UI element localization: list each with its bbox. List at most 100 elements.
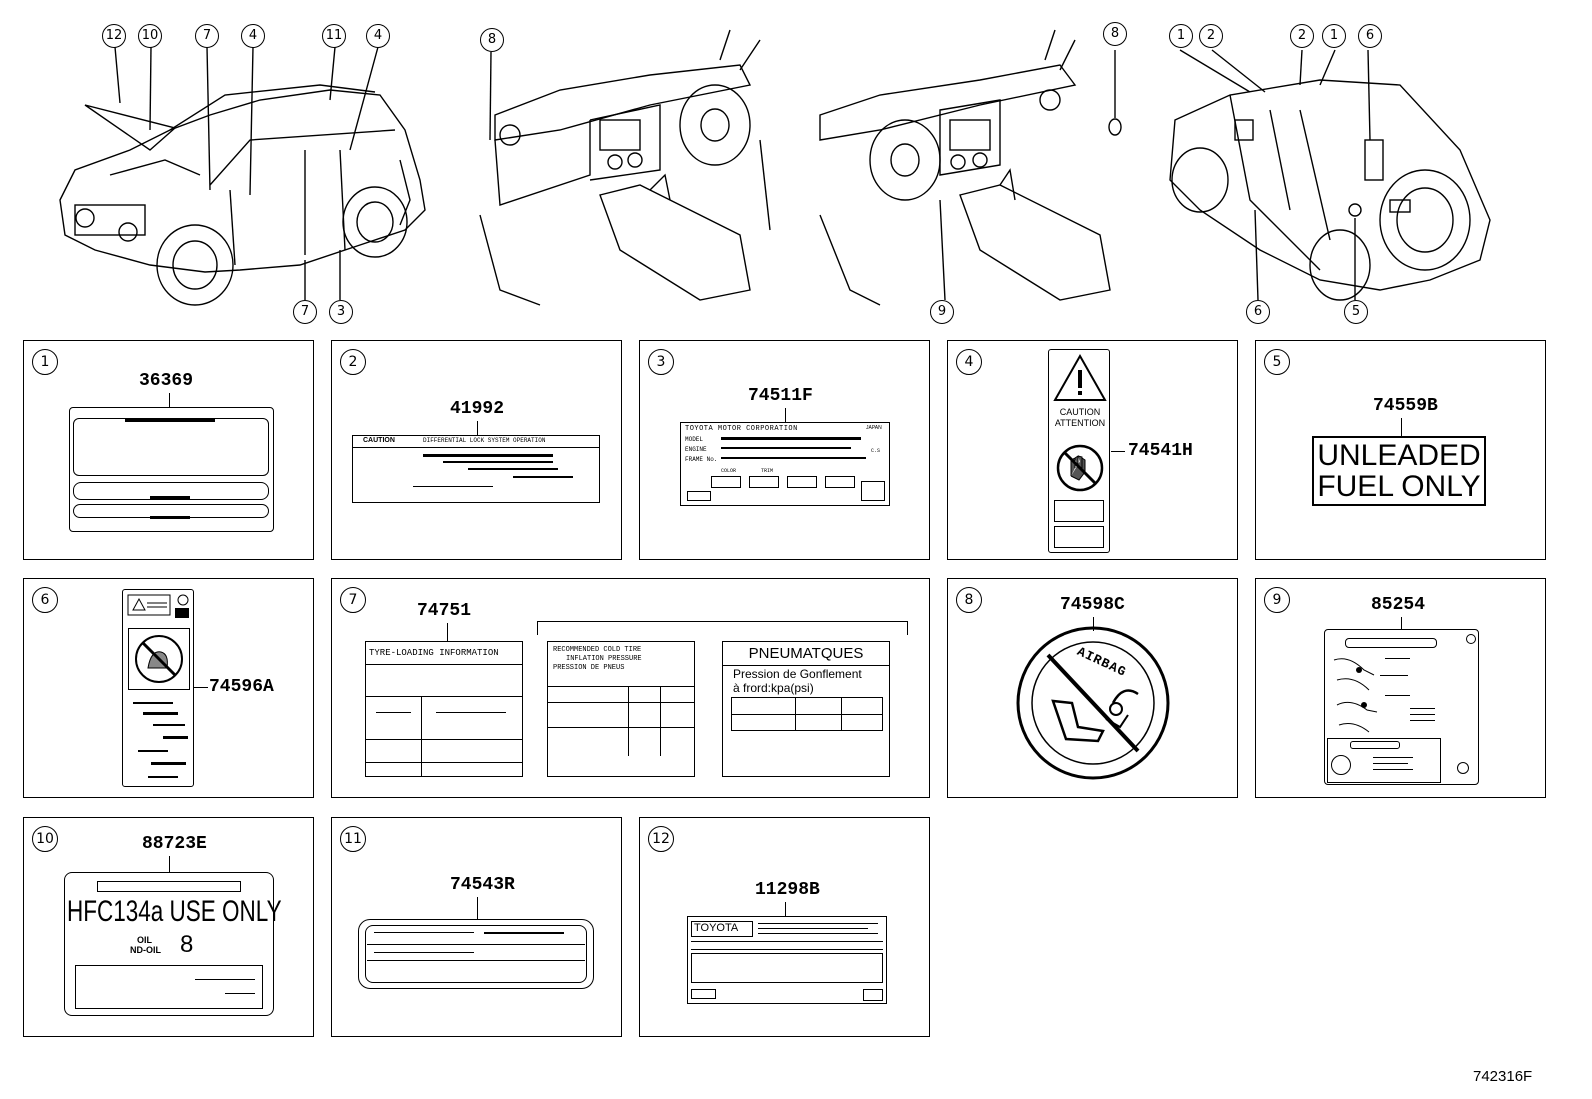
- panel-number: 8: [956, 587, 982, 613]
- label-drawing: CAUTION DIFFERENTIAL LOCK SYSTEM OPERATI…: [352, 435, 600, 503]
- text-bar: [758, 928, 868, 929]
- label-header-line: [353, 447, 599, 448]
- part-number: 74751: [417, 601, 472, 621]
- table-line: [882, 697, 883, 730]
- callout-10: 10: [138, 24, 162, 48]
- part-number: 74541H: [1128, 441, 1193, 461]
- leader-line: [785, 408, 786, 422]
- text-bar: [1373, 763, 1408, 764]
- rec-text-2: INFLATION PRESSURE: [566, 655, 642, 663]
- bracket-line: [907, 621, 908, 635]
- text-bar: [721, 437, 861, 440]
- text-bar: [1373, 757, 1413, 758]
- rec-text-3: PRESSION DE PNEUS: [553, 664, 625, 672]
- panel-number: 4: [956, 349, 982, 375]
- bracket-line: [537, 621, 907, 622]
- no-hand-icon: [1056, 444, 1104, 492]
- text-bar: [436, 712, 506, 713]
- front-vehicle-drawing: [59, 46, 426, 306]
- callout-1: 1: [1169, 24, 1193, 48]
- label-drawing: TOYOTA MOTOR CORPORATION JAPAN MODEL ENG…: [680, 422, 890, 506]
- warning-triangle-icon: [1053, 353, 1107, 401]
- data-box: [749, 476, 779, 488]
- data-box: [691, 989, 716, 999]
- text-bar: [1410, 720, 1435, 721]
- callout-8: 8: [1103, 22, 1127, 46]
- text-bar: [153, 724, 185, 726]
- table-line: [548, 686, 694, 687]
- callout-11: 11: [322, 24, 346, 48]
- leader-line: [477, 897, 478, 919]
- data-box: [825, 476, 855, 488]
- data-box: [691, 953, 883, 983]
- leader-line: [1401, 617, 1402, 631]
- table-line: [366, 664, 522, 665]
- label-drawing: [358, 919, 594, 989]
- tag-text: JAPAN: [866, 425, 882, 431]
- panel-3: 3 74511F TOYOTA MOTOR CORPORATION JAPAN …: [639, 340, 930, 560]
- leader-line: [169, 856, 170, 872]
- text-bar: [376, 712, 411, 713]
- trim-text: TRIM: [761, 468, 774, 474]
- model-text: MODEL: [685, 436, 704, 443]
- part-number: 74511F: [748, 386, 813, 406]
- label-drawing: HFC134a USE ONLY OIL ND-OIL 8: [64, 872, 282, 1016]
- text-bar: [1373, 769, 1413, 770]
- label-drawing: [69, 407, 274, 532]
- label-drawing: [122, 589, 194, 787]
- toyota-text: TOYOTA: [694, 922, 739, 934]
- data-box: [711, 476, 741, 488]
- leader-line: [785, 902, 786, 916]
- text-bar: [423, 454, 553, 457]
- callout-4: 4: [241, 24, 265, 48]
- text-bar: [758, 933, 878, 934]
- leader-line: [1111, 451, 1125, 452]
- panel-number: 9: [1264, 587, 1290, 613]
- pression-text-2: à frord:kpa(psi): [733, 681, 814, 695]
- nd-oil-text: ND-OIL: [130, 945, 161, 955]
- callout-8: 8: [480, 28, 504, 52]
- rec-text-1: RECOMMENDED COLD TIRE: [553, 646, 642, 654]
- table-line: [731, 714, 883, 715]
- panel-5: 5 74559B UNLEADED FUEL ONLY: [1255, 340, 1546, 560]
- panel-number: 6: [32, 587, 58, 613]
- header-bar: [97, 881, 241, 892]
- text-bar: [484, 932, 564, 934]
- panel-number: 12: [648, 826, 674, 852]
- label-drawing: TOYOTA: [687, 916, 887, 1004]
- caution-text: CAUTION: [1059, 407, 1101, 417]
- caution-text: CAUTION: [363, 437, 395, 444]
- data-box: [861, 481, 885, 501]
- text-bar: [374, 952, 474, 953]
- pneumatiques-label: PNEUMATQUES Pression de Gonflement à fro…: [722, 641, 890, 777]
- text-bar: [1410, 708, 1435, 709]
- header-bar: [1345, 638, 1437, 648]
- panel-7: 7 74751 TYRE-LOADING INFORMATION RECOMME…: [331, 578, 930, 798]
- panel-2: 2 41992 CAUTION DIFFERENTIAL LOCK SYSTEM…: [331, 340, 622, 560]
- tyre-loading-text: TYRE-LOADING INFORMATION: [369, 648, 499, 658]
- text-bar: [721, 457, 866, 459]
- leader-line: [194, 687, 208, 688]
- oil-text: OIL: [137, 935, 152, 945]
- callout-6: 6: [1358, 24, 1382, 48]
- table-line: [660, 686, 661, 756]
- callout-12: 12: [102, 24, 126, 48]
- no-child-seat-icon: [135, 635, 183, 683]
- text-bar: [151, 762, 186, 765]
- text-bar: [138, 750, 168, 752]
- hole-icon: [1457, 762, 1469, 774]
- sub-bar: [1350, 741, 1400, 749]
- table-line: [731, 730, 883, 731]
- panel-6: 6 74596A: [23, 578, 314, 798]
- text-bar: [225, 993, 255, 994]
- table-line: [366, 696, 522, 697]
- bracket-line: [537, 621, 538, 635]
- callout-9: 9: [930, 300, 954, 324]
- dash-rhd-drawing: [819, 29, 1122, 306]
- leader-line: [1401, 418, 1402, 436]
- pression-text-1: Pression de Gonflement: [733, 667, 862, 681]
- text-bar: [374, 932, 474, 933]
- table-line: [366, 739, 522, 740]
- callout-3: 3: [329, 300, 353, 324]
- label-inner-box: [73, 482, 269, 500]
